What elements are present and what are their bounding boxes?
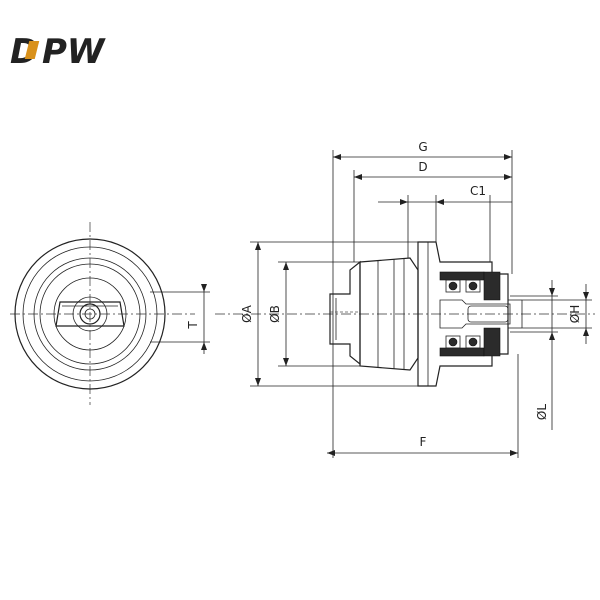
d-arrow-left [354, 174, 362, 180]
h-arrow-top [583, 292, 589, 300]
front-view: T [10, 222, 210, 405]
outer-ring [14, 238, 166, 390]
bore-outer [72, 296, 108, 332]
ring-5 [53, 277, 127, 351]
spindle [439, 299, 511, 329]
l-arrow-top [549, 288, 555, 296]
dim-label-c1: C1 [470, 184, 486, 198]
side-view: G D C1 ØA ØB ØH [215, 140, 595, 458]
body [417, 241, 509, 387]
t-arrow-top [201, 284, 207, 292]
dim-label-f: F [420, 435, 427, 449]
bearing-bottom-right [465, 335, 481, 349]
shank [329, 260, 361, 366]
bore-inner [79, 303, 101, 325]
g-arrow-left [333, 154, 341, 160]
dpw-logo: D PW [10, 32, 106, 70]
logo-pw: PW [42, 32, 106, 70]
dim-label-a: ØA [240, 304, 254, 322]
section-top-band [439, 271, 485, 281]
bearing-bottom-left [445, 335, 461, 349]
dim-label-l: ØL [535, 404, 549, 420]
c1-arrow-left [400, 199, 408, 205]
ball-bottom-right [468, 337, 478, 347]
spindle-bore [467, 305, 509, 323]
ball-top-left [448, 281, 458, 291]
dim-label-g: G [418, 140, 427, 154]
h-arrow-bottom [583, 328, 589, 336]
section-top-block [483, 271, 501, 301]
bearing-top-left [445, 279, 461, 293]
g-arrow-right [504, 154, 512, 160]
ring-3 [33, 257, 147, 371]
ball-bottom-left [448, 337, 458, 347]
dim-label-b: ØB [268, 305, 282, 323]
a-arrow-bottom [255, 378, 261, 386]
ball-top-right [468, 281, 478, 291]
c1-arrow-right [436, 199, 444, 205]
l-arrow-bottom [549, 332, 555, 340]
logo-accent [24, 41, 40, 59]
a-arrow-top [255, 242, 261, 250]
f-arrow-right [510, 450, 518, 456]
section-bottom-band [439, 347, 485, 357]
drive-slot [55, 301, 125, 327]
t-arrow-bottom [201, 342, 207, 350]
section-bottom-block [483, 327, 501, 357]
f-arrow-left [327, 450, 335, 456]
b-arrow-top [283, 262, 289, 270]
d-arrow-right [504, 174, 512, 180]
b-arrow-bottom [283, 358, 289, 366]
dim-label-t: T [186, 321, 200, 330]
bearing-top-right [465, 279, 481, 293]
dim-label-h: ØH [568, 305, 582, 323]
bore-core [84, 308, 96, 320]
dim-label-d: D [418, 160, 427, 174]
ring-4 [39, 263, 141, 365]
ring-2 [22, 246, 158, 382]
